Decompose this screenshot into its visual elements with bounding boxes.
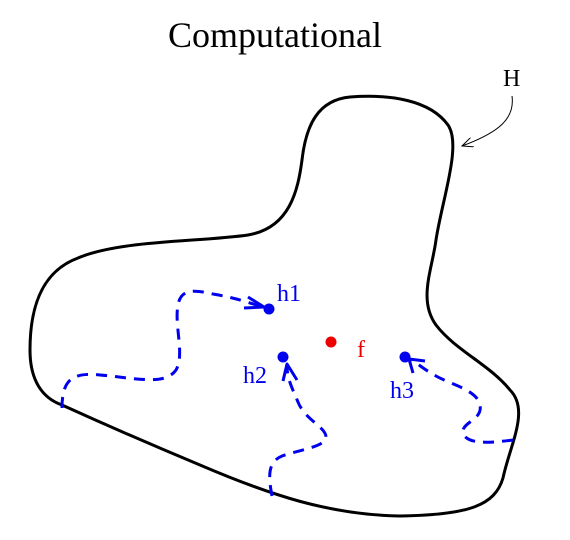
walk-arrowhead-h1 <box>243 295 266 310</box>
label-h1: h1 <box>277 281 301 307</box>
point-h3 <box>399 351 411 363</box>
point-h2 <box>277 351 289 363</box>
walk-path-h2 <box>268 365 328 497</box>
walk-arrowhead-h2 <box>281 362 299 382</box>
region-pointer-arrow <box>462 95 513 146</box>
region-label-H: H <box>503 66 520 92</box>
point-f <box>325 336 337 348</box>
region-boundary <box>28 94 521 518</box>
label-f: f <box>357 337 365 363</box>
label-h3: h3 <box>390 378 414 404</box>
diagram-title: Computational <box>168 15 382 55</box>
walk-path-h1 <box>60 289 263 409</box>
walk-path-h3 <box>411 358 514 444</box>
point-h1 <box>263 303 275 315</box>
label-h2: h2 <box>243 363 267 389</box>
